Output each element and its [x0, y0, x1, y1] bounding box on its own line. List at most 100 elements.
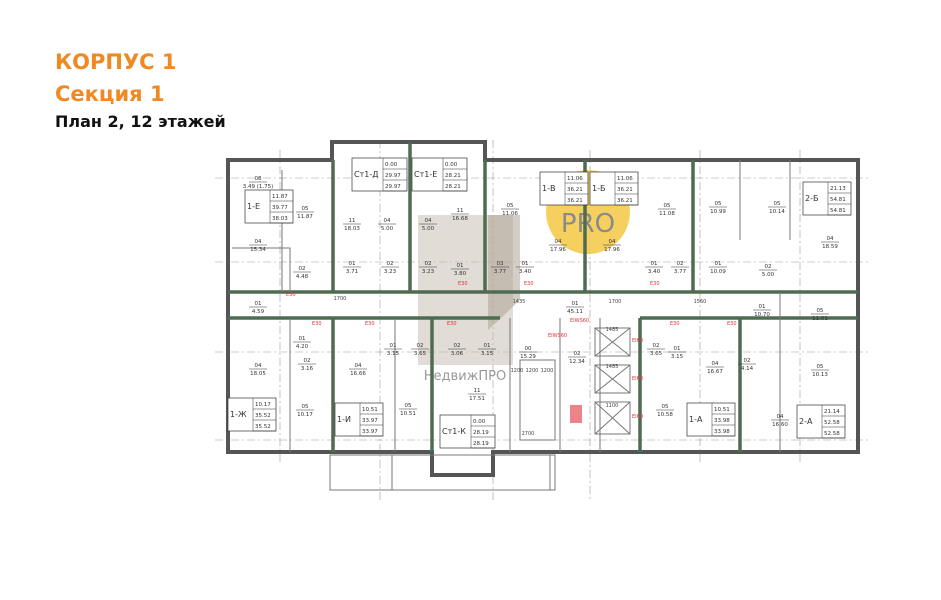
room-number: 01	[457, 263, 464, 269]
room-number: 02	[744, 358, 751, 364]
room-label: 05 10.17	[296, 404, 314, 418]
room-number: 04	[384, 218, 391, 224]
apartment-id: 2-Б	[805, 194, 818, 203]
apartment-area: 54.81	[830, 197, 846, 203]
room-label: 023.23	[381, 261, 399, 275]
room-number: 05	[664, 203, 671, 209]
apartment-area: 28.19	[473, 430, 489, 436]
room-area: 5.00	[762, 272, 775, 278]
room-label: 023.06	[448, 343, 466, 357]
apartment-label[interactable]: 1-Е 11.87 39.77 38.03	[244, 189, 294, 224]
room-area: 16.67	[707, 369, 723, 375]
room-number: 02	[387, 261, 394, 267]
apartment-id: 2-А	[799, 417, 813, 426]
fire-rating-label: E30	[447, 321, 457, 327]
room-area: 3.49 (1.75)	[243, 184, 274, 190]
room-number: 05	[405, 403, 412, 409]
room-area: 3.15	[387, 351, 400, 357]
apartment-area: 11.87	[272, 194, 288, 200]
room-number: 02	[653, 343, 660, 349]
room-number: 02	[417, 343, 424, 349]
room-area: 12.34	[569, 359, 585, 365]
room-label: 013.80	[451, 263, 469, 277]
room-area: 15.34	[250, 247, 266, 253]
room-number: 02	[454, 343, 461, 349]
room-area: 10.99	[710, 209, 726, 215]
room-area: 10.09	[710, 269, 726, 275]
apartment-id: 1-В	[542, 184, 555, 193]
room-number: 05	[507, 203, 514, 209]
room-number: 04	[255, 239, 262, 245]
fire-rating-label: E30	[670, 321, 680, 327]
apartment-area: 39.77	[272, 205, 288, 211]
room-label: 013.40	[516, 261, 534, 275]
room-area: 11.06	[502, 211, 518, 217]
fire-rating-label: EIWS60	[548, 333, 567, 339]
room-number: 04	[777, 414, 784, 420]
room-label: 023.23	[419, 261, 437, 275]
room-area: 5.00	[381, 226, 394, 232]
room-area: 3.23	[384, 269, 397, 275]
room-label: 014.20	[293, 336, 311, 350]
room-label: 023.65	[411, 343, 429, 357]
fire-rating-label: E30	[365, 321, 375, 327]
room-number: 05	[302, 404, 309, 410]
room-area: 10.17	[297, 412, 313, 418]
dimension-label: 1200	[526, 368, 539, 374]
room-number: 01	[484, 343, 491, 349]
room-number: 04	[355, 363, 362, 369]
apartment-area: 33.98	[714, 429, 730, 435]
fire-rating-label: EI60	[632, 338, 643, 344]
dimension-label: 1485	[606, 364, 619, 370]
apartment-id: 1-Б	[592, 184, 605, 193]
fire-rating-label: EI60	[632, 414, 643, 420]
apartment-area: 33.97	[362, 429, 378, 435]
fire-rating-label: EIWS60	[570, 318, 589, 324]
apartment-area: 29.97	[385, 173, 401, 179]
apartment-area: 36.21	[567, 198, 583, 204]
room-number: 11	[474, 388, 481, 394]
room-label: 013.15	[478, 343, 496, 357]
room-area: 18.03	[344, 226, 360, 232]
dimension-label: 1700	[334, 296, 347, 302]
fire-rating-label: EI60	[632, 376, 643, 382]
room-number: 01	[255, 301, 262, 307]
room-area: 17.96	[604, 247, 620, 253]
apartment-area: 38.03	[272, 216, 288, 222]
apartment-area: 35.52	[255, 424, 271, 430]
room-number: 05	[302, 206, 309, 212]
apartment-area: 33.97	[362, 418, 378, 424]
room-number: 01	[759, 304, 766, 310]
room-labels: 083.49 (1.75)0511.870415.34024.48014.591…	[243, 176, 839, 428]
room-area: 18.59	[822, 244, 838, 250]
apartment-area: 21.13	[830, 186, 846, 192]
apartment-id: Ст1-К	[442, 427, 466, 436]
apartment-id: 1-Е	[247, 202, 260, 211]
room-label: 083.49 (1.75)	[243, 176, 274, 190]
room-area: 45.11	[567, 309, 583, 315]
room-area: 10.70	[754, 312, 770, 318]
room-area: 3.23	[422, 269, 435, 275]
room-area: 17.51	[469, 396, 485, 402]
room-area: 4.48	[296, 274, 309, 280]
room-area: 17.96	[550, 247, 566, 253]
